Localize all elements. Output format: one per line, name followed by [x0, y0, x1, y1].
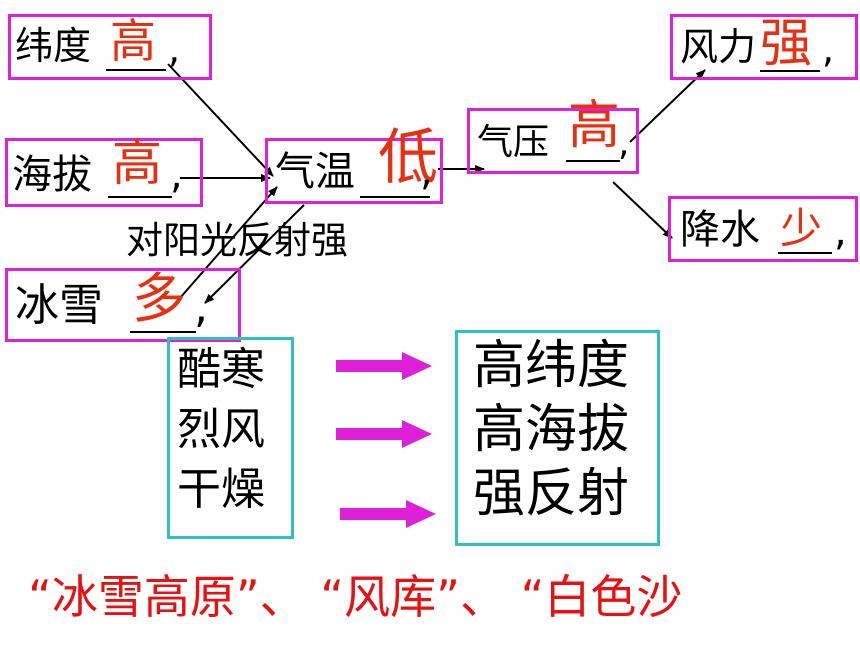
node-altitude-value: 高	[112, 134, 162, 192]
magenta-arrow-3	[340, 500, 436, 528]
node-latitude-value: 高	[110, 14, 156, 68]
cause-item: 高纬度	[473, 336, 630, 396]
node-latitude	[8, 14, 212, 80]
node-pressure-blank	[566, 160, 620, 162]
node-temperature-value: 低	[378, 123, 438, 193]
node-pressure	[467, 108, 639, 174]
arrow-snow-to-temperature	[179, 186, 278, 299]
node-wind-comma: ,	[822, 27, 835, 71]
node-precip-text: 降水	[680, 207, 760, 253]
footer-caption: “冰雪高原”、 “风库”、 “白色沙	[28, 570, 683, 624]
node-temperature-text: 气温	[275, 149, 355, 195]
climate-item: 干燥	[177, 464, 265, 515]
arrow-pressure-to-wind	[629, 69, 706, 143]
node-wind-text: 风力	[680, 25, 757, 69]
node-latitude-comma: ,	[168, 27, 181, 71]
climate-item: 酷寒	[177, 344, 265, 395]
node-precip	[668, 196, 858, 262]
arrow-pressure-to-precip	[612, 181, 673, 239]
node-wind-blank	[760, 70, 820, 72]
climate-box	[167, 337, 294, 539]
node-pressure-value: 高	[568, 96, 621, 156]
node-snow	[5, 268, 241, 342]
causes-box	[455, 330, 660, 546]
climate-item: 烈风	[177, 404, 265, 455]
node-precip-blank	[778, 252, 832, 254]
node-precip-comma: ,	[834, 209, 847, 255]
causes-list: 高纬度 高海拔 强反射	[473, 340, 629, 520]
node-pressure-comma: ,	[618, 123, 630, 164]
node-latitude-blank	[106, 69, 166, 71]
node-wind	[670, 14, 858, 80]
reflect-note: 对阳光反射强	[126, 219, 348, 262]
node-latitude-text: 纬度	[15, 24, 92, 68]
node-precip-value: 少	[780, 204, 823, 253]
magenta-arrow-1	[336, 352, 432, 380]
node-wind-value: 强	[760, 14, 813, 74]
node-altitude	[5, 138, 203, 207]
node-temperature-blank	[360, 196, 430, 198]
climate-list: 酷寒 烈风 干燥	[177, 348, 265, 512]
node-pressure-text: 气压	[477, 122, 550, 163]
node-temperature-comma: ,	[420, 149, 433, 195]
cause-item: 高海拔	[473, 400, 630, 460]
cause-item: 强反射	[473, 464, 630, 524]
node-altitude-blank	[108, 196, 172, 198]
node-altitude-text: 海拔	[12, 152, 92, 198]
node-temperature	[265, 138, 443, 204]
arrow-temperature-to-snow	[204, 204, 305, 304]
arrow-latitude-to-temperature	[167, 63, 274, 177]
node-snow-text: 冰雪	[15, 280, 103, 331]
node-snow-blank	[130, 331, 196, 333]
node-snow-value: 多	[132, 267, 186, 330]
node-altitude-comma: ,	[170, 152, 183, 198]
node-snow-comma: ,	[194, 282, 208, 333]
magenta-arrow-2	[336, 420, 432, 448]
